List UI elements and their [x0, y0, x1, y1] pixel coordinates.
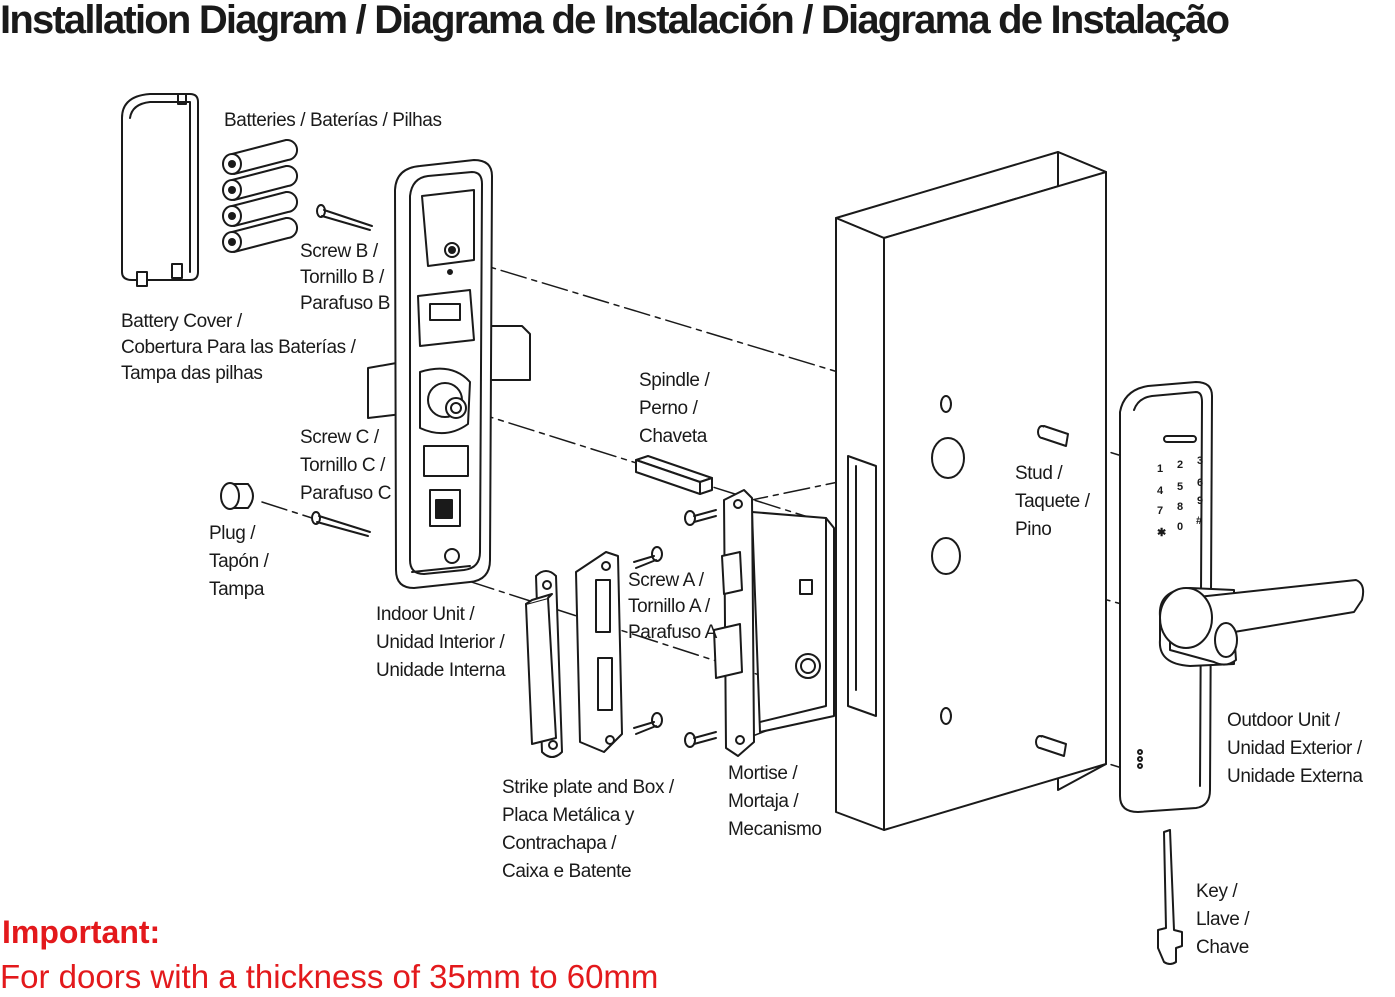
important-heading: Important: [2, 914, 161, 950]
plug-label: Plug /Tapón /Tampa [209, 523, 269, 600]
batteries-drawing [222, 138, 298, 253]
important-note: For doors with a thickness of 35mm to 60… [0, 958, 659, 995]
strike-plate-drawing [575, 551, 623, 753]
screw-c-label: Screw C /Tornillo C /Parafuso C [300, 427, 392, 504]
strike-box-drawing [525, 570, 563, 758]
door-drawing [835, 151, 1107, 831]
battery-cover-drawing [121, 93, 199, 287]
keypad-key: 3 [1197, 455, 1203, 467]
outdoor-unit-label: Outdoor Unit /Unidad Exterior /Unidade E… [1227, 710, 1363, 787]
diagram-title: Installation Diagram / Diagrama de Insta… [0, 0, 1230, 42]
screw-b-label: Screw B /Tornillo B /Parafuso B [300, 241, 390, 314]
keypad-key: 7 [1157, 505, 1163, 517]
keypad-key: 2 [1177, 459, 1183, 471]
keypad-key: 5 [1177, 481, 1183, 493]
key-label: Key /Llave /Chave [1196, 881, 1250, 958]
screw-a-drawings [633, 509, 717, 748]
keypad-key: 4 [1157, 485, 1164, 497]
keypad-key: ✱ [1157, 527, 1166, 539]
key-drawing [1157, 829, 1183, 965]
stud-label: Stud /Taquete /Pino [1015, 463, 1090, 540]
batteries-label: Batteries / Baterías / Pilhas [224, 110, 442, 131]
screw-a-label: Screw A /Tornillo A /Parafuso A [628, 570, 717, 643]
keypad-key: 1 [1157, 463, 1163, 475]
indoor-unit-label: Indoor Unit /Unidad Interior /Unidade In… [376, 604, 506, 681]
screw-b-drawing [316, 204, 373, 231]
stud-drawings [1035, 425, 1069, 757]
spindle-label: Spindle /Perno /Chaveta [639, 370, 710, 447]
mortise-drawing [713, 489, 835, 757]
keypad-key: 0 [1177, 521, 1183, 533]
spindle-drawing [635, 455, 713, 495]
keypad-key: 6 [1197, 477, 1203, 489]
plug-drawing [220, 482, 254, 510]
mortise-label: Mortise /Mortaja /Mecanismo [728, 763, 822, 840]
keypad-key: 8 [1177, 501, 1183, 513]
keypad-key: # [1196, 515, 1202, 527]
screw-c-drawing [311, 511, 371, 537]
indoor-unit-drawing [367, 159, 531, 589]
battery-cover-label: Battery Cover /Cobertura Para las Baterí… [121, 311, 356, 384]
outdoor-unit-drawing [1119, 381, 1365, 813]
keypad: 1 2 3 4 5 6 7 8 9 ✱ 0 # [1157, 455, 1203, 539]
keypad-key: 9 [1197, 495, 1203, 507]
